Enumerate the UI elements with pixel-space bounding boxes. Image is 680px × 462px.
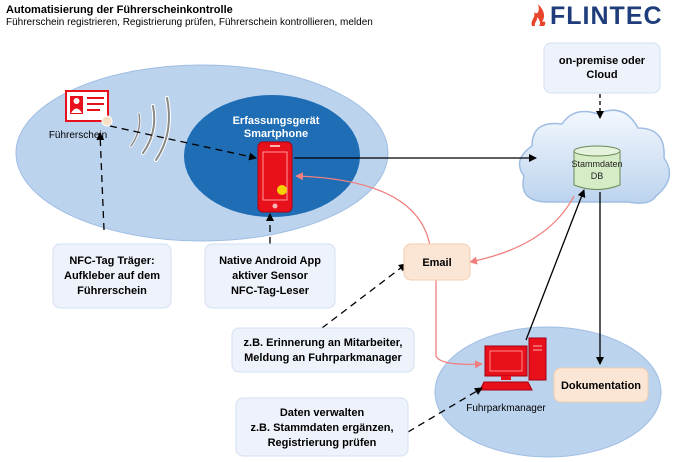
reminder-note-line1: z.B. Erinnerung an Mitarbeiter, [244,337,403,349]
computer-icon [479,337,547,391]
flame-logo-icon [531,4,546,26]
hosting-label-line2: Cloud [586,69,617,81]
android-app-note [204,243,336,309]
arrow-email-to-phone [295,172,431,247]
database-icon [573,145,621,190]
page-title: Automatisierung der Führerscheinkontroll… [6,4,233,16]
reminder-note-line2: Meldung an Fuhrparkmanager [244,352,402,364]
nfc-signal-icon [129,96,171,162]
app-note-line3: NFC-Tag-Leser [231,285,310,297]
arrow-reminder-to-email [321,263,407,329]
manage-note-line1: Daten verwalten [280,407,365,419]
manage-note-line3: Registrierung prüfen [268,437,377,449]
drivers-license-icon [65,90,113,127]
manage-data-note [235,397,409,457]
hosting-label-line1: on-premise oder [559,55,646,67]
arrow-email-to-computer [435,280,483,369]
smartphone-icon [257,141,293,213]
documentation-box [553,367,649,403]
email-label: Email [422,257,451,269]
device-label-line2: Smartphone [244,128,308,140]
app-note-line2: aktiver Sensor [232,270,309,282]
arrow-computer-to-db [525,189,586,341]
arrow-db-to-email [469,195,575,265]
arrow-nfc-note-to-license [96,132,105,231]
fleet-manager-label: Fuhrparkmanager [466,403,546,414]
nfc-note-line3: Führerschein [77,285,147,297]
manage-note-line2: z.B. Stammdaten ergänzen, [250,422,393,434]
arrow-manage-to-computer [407,387,483,433]
nfc-note-line1: NFC-Tag Träger: [69,255,154,267]
db-label-line1: Stammdaten [571,159,622,169]
license-label: Führerschein [49,130,107,141]
device-label-line1: Erfassungsgerät [233,115,320,127]
page-subtitle: Führerschein registrieren, Registrierung… [6,17,373,28]
arrow-license-to-phone [109,125,257,161]
app-note-line1: Native Android App [219,255,321,267]
nfc-tag-note [52,243,172,309]
reminder-note [231,327,415,373]
logo-text: FLINTEC [550,2,663,30]
nfc-note-line2: Aufkleber auf dem [64,270,160,282]
db-label-line2: DB [591,171,604,181]
flintec-logo: FLINTEC [528,2,678,30]
email-box [403,243,471,281]
hosting-box [543,42,661,94]
documentation-label: Dokumentation [561,380,641,392]
